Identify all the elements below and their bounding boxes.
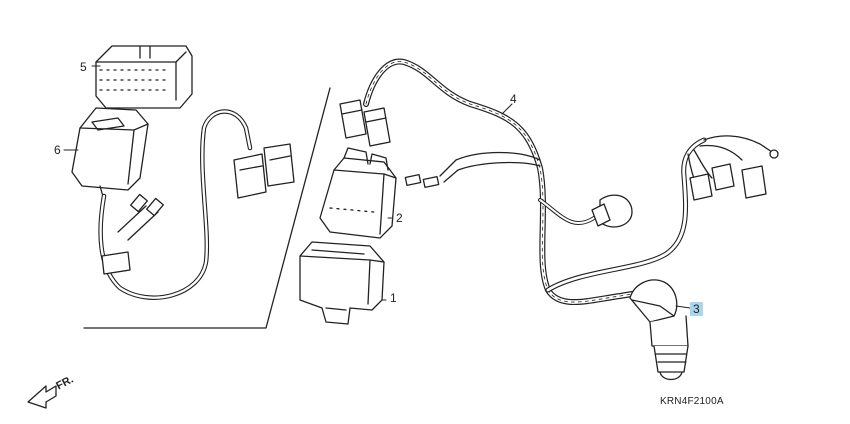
part-label-3[interactable]: 3 <box>690 302 703 316</box>
part-label-1: 1 <box>390 291 397 305</box>
part-4-wire-harness <box>339 58 779 305</box>
part-1-rubber-mount <box>299 241 385 325</box>
part-6-cdi-unit <box>71 107 295 300</box>
part-label-6: 6 <box>54 143 61 157</box>
leader-lines <box>63 65 691 309</box>
front-direction-arrow-icon <box>27 385 57 409</box>
section-divider <box>83 87 331 329</box>
part-label-5: 5 <box>80 60 87 74</box>
diagram-code: KRN4F2100A <box>660 396 724 407</box>
part-label-2: 2 <box>396 211 403 225</box>
part-2-regulator <box>319 147 397 239</box>
part-3-ignition-coil <box>629 279 689 381</box>
part-label-4: 4 <box>510 92 517 106</box>
part-5-rubber-cover <box>95 45 193 109</box>
